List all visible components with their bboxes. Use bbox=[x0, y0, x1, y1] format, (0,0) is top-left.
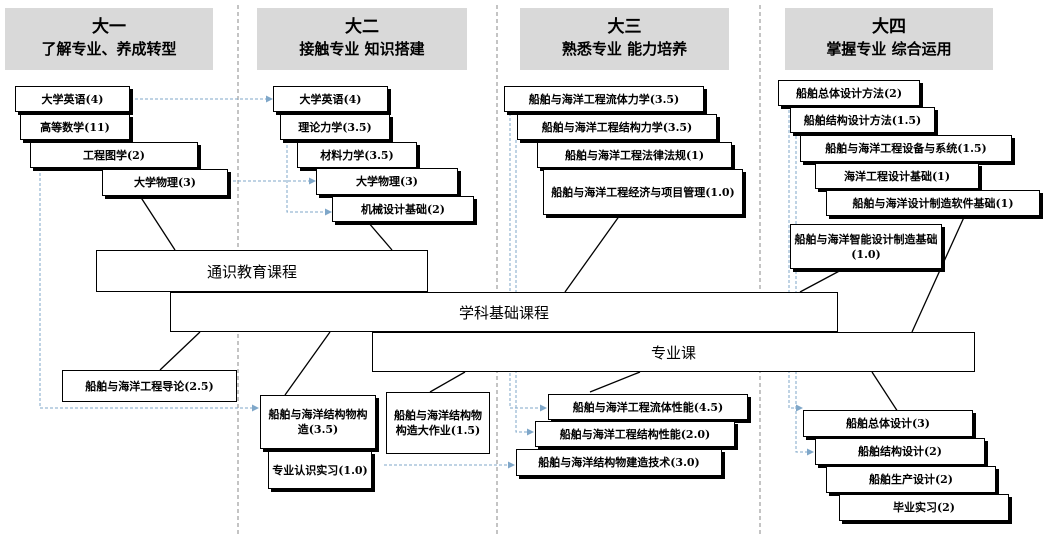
year-dividers bbox=[237, 5, 761, 536]
course-box: 毕业实习(2) bbox=[839, 494, 1009, 521]
year-label: 大二 bbox=[345, 17, 379, 37]
category-major: 专业课 bbox=[372, 332, 975, 372]
course-box: 船舶结构设计(2) bbox=[815, 438, 985, 465]
course-box: 大学物理(3) bbox=[102, 169, 228, 196]
dashed-arrows bbox=[39, 95, 814, 469]
year-theme: 熟悉专业 能力培养 bbox=[561, 40, 688, 58]
category-foundation: 学科基础课程 bbox=[170, 292, 838, 332]
year-theme: 接触专业 知识搭建 bbox=[299, 40, 425, 58]
course-box: 船舶与海洋结构物建造技术(3.0) bbox=[516, 449, 722, 476]
course-box: 船舶与海洋智能设计制造基础(1.0) bbox=[790, 224, 942, 269]
course-box: 大学物理(3) bbox=[316, 168, 458, 195]
course-box: 船舶生产设计(2) bbox=[826, 466, 996, 493]
course-box: 大学英语(4) bbox=[273, 86, 388, 112]
course-box: 专业认识实习(1.0) bbox=[268, 451, 372, 489]
course-box: 船舶与海洋工程经济与项目管理(1.0) bbox=[543, 169, 743, 215]
course-box: 船舶与海洋工程设备与系统(1.5) bbox=[800, 135, 1012, 162]
course-box: 船舶与海洋结构物构造大作业(1.5) bbox=[386, 392, 490, 454]
course-box: 工程图学(2) bbox=[30, 142, 198, 168]
year-label: 大一 bbox=[92, 17, 126, 37]
year-label: 大四 bbox=[872, 17, 906, 37]
course-box: 船舶与海洋工程法律法规(1) bbox=[537, 142, 732, 168]
course-box: 船舶与海洋工程结构力学(3.5) bbox=[517, 114, 717, 140]
year-theme: 掌握专业 综合运用 bbox=[826, 40, 952, 58]
year-theme: 了解专业、养成转型 bbox=[41, 40, 177, 58]
year-label: 大三 bbox=[607, 17, 642, 37]
course-box: 海洋工程设计基础(1) bbox=[815, 163, 979, 189]
course-box: 船舶与海洋设计制造软件基础(1) bbox=[826, 190, 1040, 216]
course-box: 机械设计基础(2) bbox=[332, 196, 474, 222]
year-header-4: 大四 掌握专业 综合运用 bbox=[785, 8, 993, 70]
course-box: 高等数学(11) bbox=[20, 114, 130, 140]
year-header-3: 大三 熟悉专业 能力培养 bbox=[520, 8, 729, 70]
course-box: 船舶与海洋工程流体性能(4.5) bbox=[548, 394, 748, 420]
course-box: 船舶与海洋工程流体力学(3.5) bbox=[504, 86, 704, 112]
category-general: 通识教育课程 bbox=[96, 250, 428, 292]
course-box: 船舶与海洋结构物构造(3.5) bbox=[260, 395, 376, 449]
course-box: 船舶结构设计方法(1.5) bbox=[790, 107, 935, 133]
course-box: 船舶总体设计方法(2) bbox=[778, 80, 920, 106]
course-box: 理论力学(3.5) bbox=[280, 114, 390, 140]
branch-lines bbox=[139, 195, 966, 413]
course-box: 大学英语(4) bbox=[15, 86, 130, 112]
year-header-1: 大一 了解专业、养成转型 bbox=[5, 8, 213, 70]
course-box: 船舶与海洋工程结构性能(2.0) bbox=[535, 421, 735, 447]
course-box: 船舶与海洋工程导论(2.5) bbox=[62, 370, 237, 402]
course-box: 船舶总体设计(3) bbox=[803, 410, 973, 437]
course-box: 材料力学(3.5) bbox=[297, 142, 417, 168]
year-header-2: 大二 接触专业 知识搭建 bbox=[257, 8, 467, 70]
